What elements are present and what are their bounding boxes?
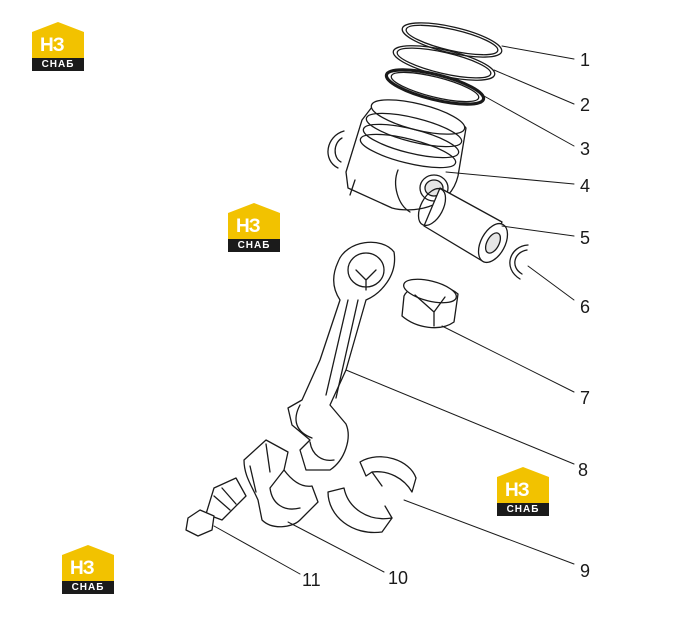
brand-logo: НЗ СНАБ — [62, 545, 114, 595]
logo-house-icon — [228, 203, 280, 239]
brand-logo: НЗ СНАБ — [32, 22, 84, 72]
logo-caption: СНАБ — [228, 239, 280, 252]
callout-4: 4 — [580, 176, 590, 196]
circlip-left — [327, 130, 345, 169]
circlip — [509, 244, 529, 280]
logo-mark: НЗ — [236, 216, 261, 237]
brand-logo: НЗ СНАБ — [497, 467, 549, 517]
big-end-bearing-shells — [327, 456, 417, 534]
callout-numbers: 1 2 3 4 5 6 7 8 9 10 11 — [302, 50, 590, 590]
callout-11: 11 — [302, 570, 321, 590]
logo-mark: НЗ — [40, 35, 65, 56]
logo-caption: СНАБ — [62, 581, 114, 594]
second-compression-ring — [392, 45, 496, 81]
callout-6: 6 — [580, 297, 590, 317]
small-end-bushing — [401, 278, 459, 329]
callout-8: 8 — [578, 460, 588, 480]
cap-bolt — [185, 477, 247, 537]
callout-10: 10 — [388, 568, 408, 588]
connecting-rod-cap — [243, 439, 319, 528]
callout-1: 1 — [580, 50, 590, 70]
callout-5: 5 — [580, 228, 590, 248]
logo-mark: НЗ — [70, 558, 95, 579]
callout-3: 3 — [580, 139, 590, 159]
callout-9: 9 — [580, 561, 590, 581]
logo-house-icon — [62, 545, 114, 581]
logo-caption: СНАБ — [32, 58, 84, 71]
piston-pin — [417, 187, 509, 264]
logo-mark: НЗ — [505, 480, 530, 501]
logo-caption: СНАБ — [497, 503, 549, 516]
top-compression-ring — [401, 22, 503, 58]
oil-control-ring — [384, 68, 486, 106]
leader-lines — [213, 45, 575, 575]
callout-2: 2 — [580, 95, 590, 115]
logo-house-icon — [497, 467, 549, 503]
logo-house-icon — [32, 22, 84, 58]
brand-logo: НЗ СНАБ — [228, 203, 280, 253]
connecting-rod — [287, 241, 396, 471]
callout-7: 7 — [580, 388, 590, 408]
